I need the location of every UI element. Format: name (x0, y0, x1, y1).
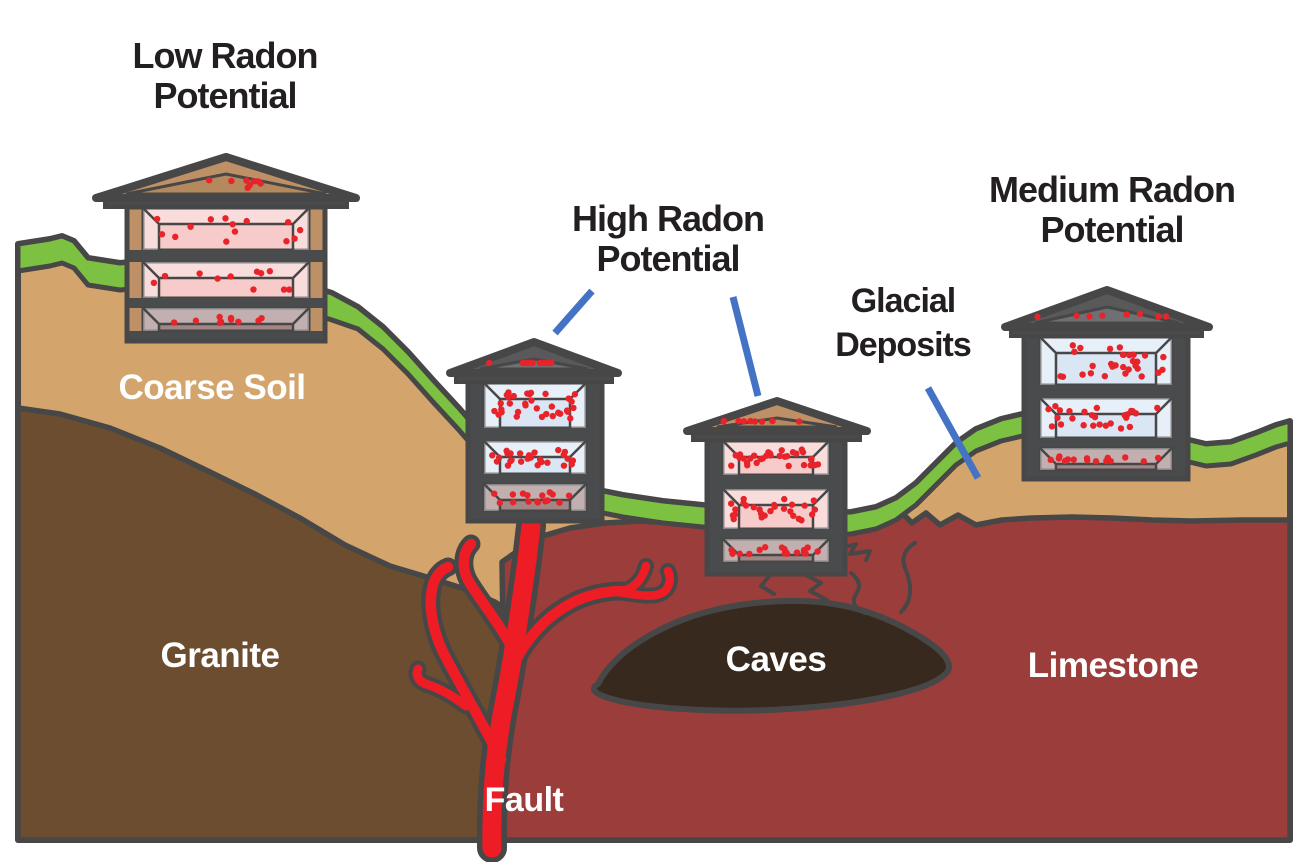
radon-dots (1034, 310, 1170, 321)
fault-channel (613, 566, 674, 600)
room-wedge-shading (143, 208, 309, 250)
fault-channel (412, 664, 471, 711)
glacial-deposits-leader-line (924, 386, 982, 480)
high-radon-leader-line-right (729, 296, 762, 397)
crack-line (836, 542, 872, 562)
labels: Low Radon Potential High Radon Potential… (118, 35, 1236, 819)
high-radon-leader-line-left (552, 288, 595, 336)
radon-dots (727, 495, 819, 524)
radon-dots (490, 489, 573, 507)
radon-dots (1047, 453, 1162, 465)
fault-label: Fault (485, 781, 564, 819)
room-frame-lines (1039, 336, 1173, 385)
fault-channel (482, 516, 541, 858)
medium-radon-label-line2: Potential (1040, 209, 1183, 250)
roof-gable-interior (1034, 305, 1180, 325)
floor-slab (468, 428, 602, 441)
room-frame-lines (142, 307, 310, 331)
room-wedge-shading (723, 489, 829, 529)
crack-line (899, 541, 917, 614)
floor-slab (707, 529, 845, 539)
radon-dots (491, 389, 579, 422)
medium-radon-label-line1: Medium Radon (989, 169, 1235, 210)
radon-dots (1045, 402, 1161, 432)
fault-region (408, 511, 678, 862)
floor-slab (707, 562, 845, 574)
roof-gable-interior (716, 416, 838, 429)
floor-slab (468, 474, 602, 484)
houses-layer (92, 153, 1213, 577)
room-wedge-shading (143, 308, 309, 331)
radon-dots (1057, 342, 1167, 380)
radon-dots (728, 544, 821, 558)
high-radon-label-line1: High Radon (572, 198, 764, 239)
radon-dots (205, 177, 264, 192)
radon-dots (728, 446, 822, 470)
crack-line (759, 573, 776, 596)
fault-channel (458, 538, 517, 652)
low-radon-label-line2: Potential (153, 75, 296, 116)
coarse-soil-label: Coarse Soil (118, 368, 305, 407)
crack-line (849, 571, 867, 615)
floor-slab (127, 250, 325, 262)
radon-dots (170, 313, 265, 327)
terrain-layer (15, 233, 1293, 862)
house-room-panel (1038, 396, 1174, 440)
glacial-deposits-label-line1: Glacial (851, 282, 956, 320)
leader-lines (552, 288, 982, 480)
house-high-radon-house-caves (683, 397, 871, 577)
floor-slab (1024, 438, 1188, 448)
house-medium-radon-house (1001, 286, 1213, 482)
radon-dots (720, 417, 803, 425)
radon-dots (153, 215, 304, 245)
fault-channel (510, 585, 627, 666)
floor-slab (1024, 470, 1188, 479)
glacial-deposits-label-line2: Deposits (835, 326, 971, 364)
low-radon-label-line1: Low Radon (133, 35, 318, 76)
room-wedge-shading (484, 484, 586, 511)
floor-slab (468, 511, 602, 521)
grass-surface-layer (15, 233, 1293, 538)
room-wedge-shading (1040, 398, 1172, 438)
floor-slab (127, 331, 325, 341)
room-frame-lines (142, 261, 310, 298)
fault-channel (425, 561, 507, 766)
floor-slab (707, 475, 845, 489)
roof-gable-interior (125, 172, 327, 196)
limestone-cracks (759, 541, 917, 615)
radon-dots (150, 268, 293, 293)
high-radon-label-line2: Potential (596, 238, 739, 279)
radon-dots (485, 359, 555, 367)
floor-slab (1024, 385, 1188, 398)
house-low-radon-house (92, 153, 360, 344)
house-high-radon-house-fault (446, 338, 622, 524)
radon-dots (489, 446, 577, 469)
room-wedge-shading (723, 539, 829, 562)
crack-line (804, 573, 829, 602)
limestone-label: Limestone (1028, 646, 1199, 685)
granite-label: Granite (160, 636, 279, 675)
floor-slab (127, 298, 325, 308)
caves-region (591, 597, 952, 714)
caves-label: Caves (726, 640, 827, 679)
